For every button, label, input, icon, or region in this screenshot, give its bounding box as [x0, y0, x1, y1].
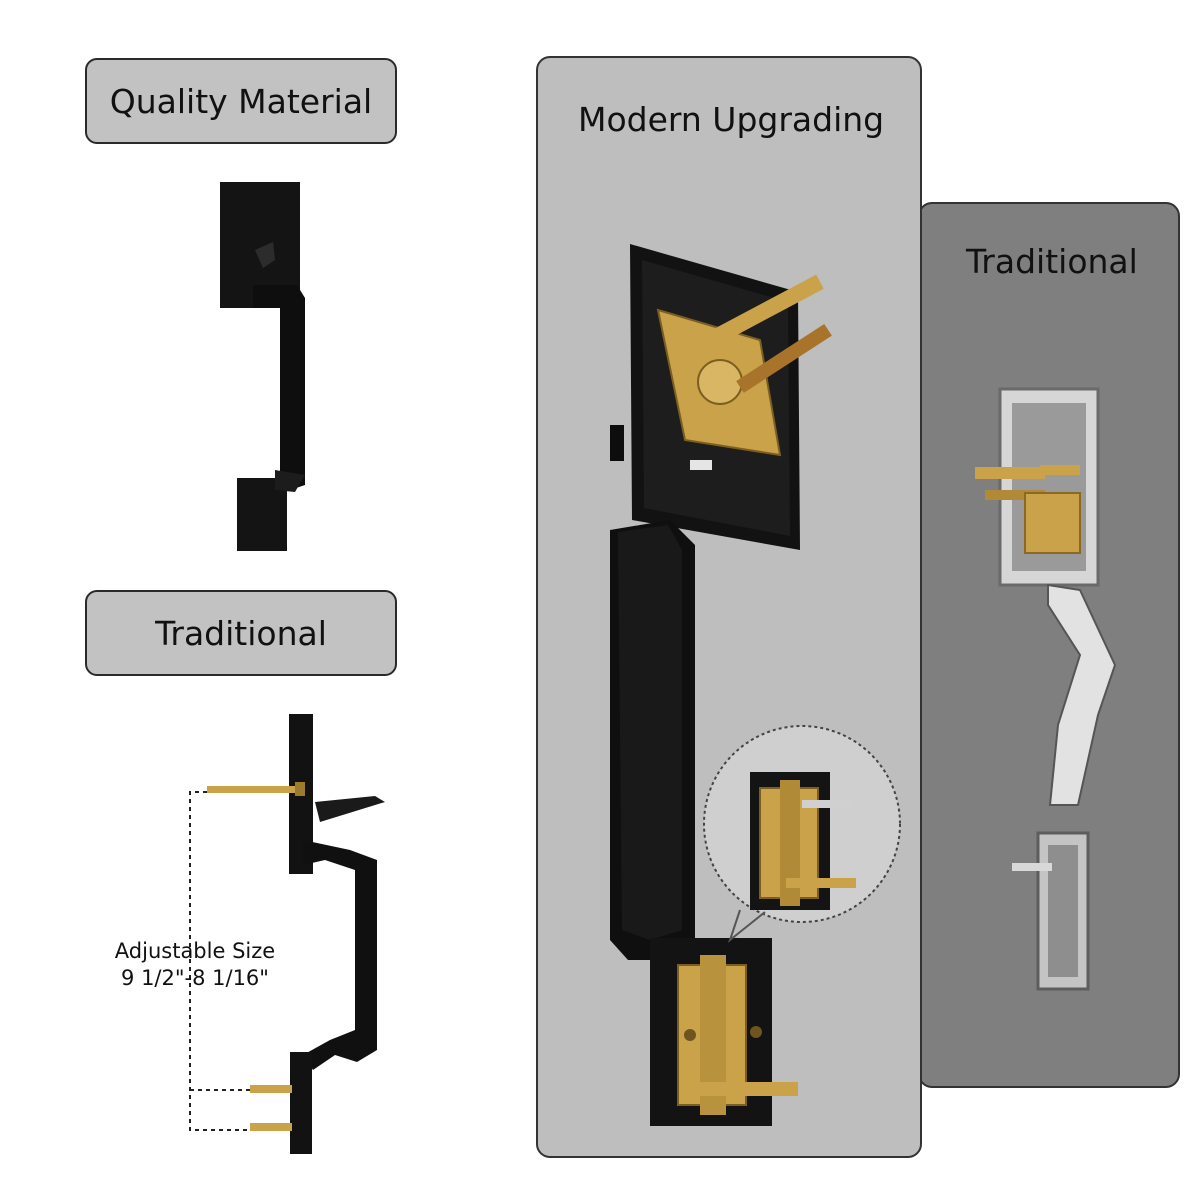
quality-material-label: Quality Material	[85, 58, 397, 144]
adjustable-size-label: Adjustable Size 9 1/2"-8 1/16"	[95, 938, 295, 992]
modern-handle-image	[610, 244, 901, 1126]
handle-image-quality	[220, 182, 305, 551]
chrome-handle-image	[975, 387, 1117, 991]
adjustable-size-line2: 9 1/2"-8 1/16"	[121, 966, 269, 990]
modern-upgrading-title: Modern Upgrading	[578, 100, 885, 139]
handle-image-adjustable	[189, 714, 385, 1154]
quality-material-text: Quality Material	[109, 81, 373, 121]
adjustable-size-line1: Adjustable Size	[114, 939, 276, 963]
traditional-panel-title: Traditional	[966, 242, 1138, 281]
traditional-label-left: Traditional	[85, 590, 397, 676]
traditional-text-left: Traditional	[155, 613, 327, 653]
